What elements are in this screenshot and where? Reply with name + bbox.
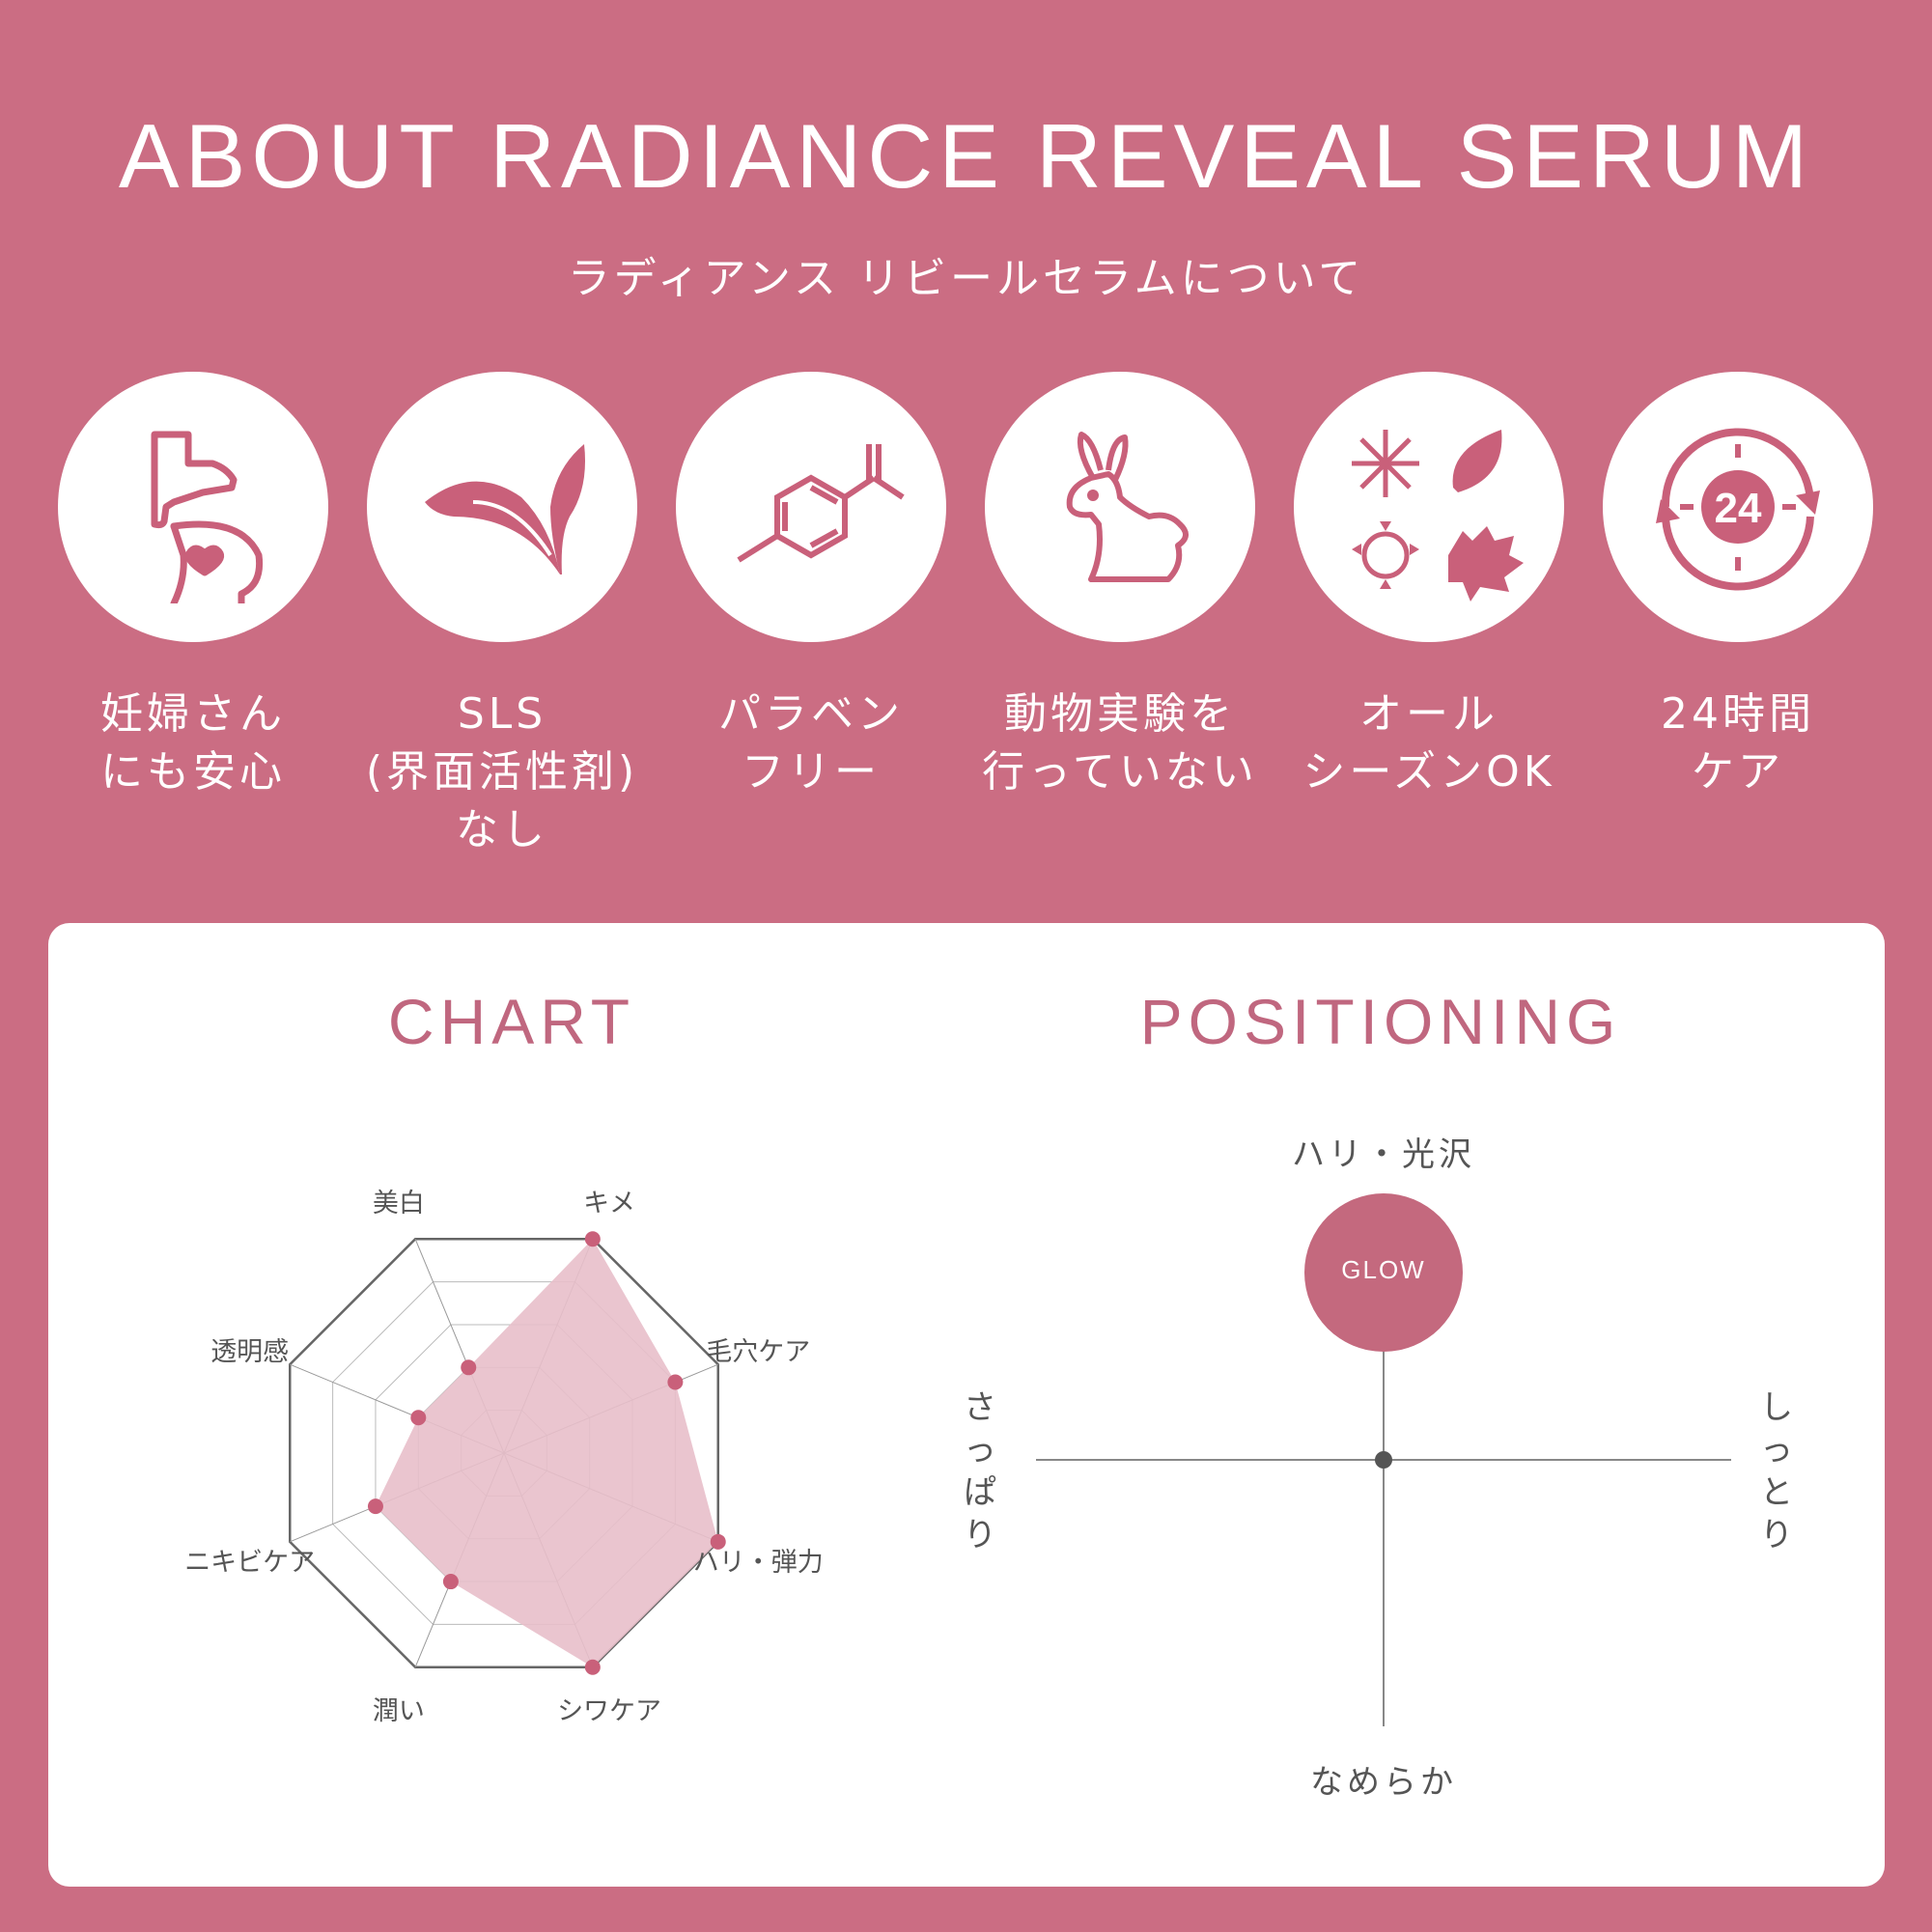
radar-point bbox=[710, 1533, 726, 1550]
positioning-left-label: さっぱり bbox=[964, 1388, 996, 1554]
feature-label-line: にも安心 bbox=[100, 747, 286, 797]
radar-point bbox=[667, 1374, 684, 1390]
feature-all-season: オール シーズンOK bbox=[1294, 372, 1564, 797]
radar-axis-label: 美白 bbox=[372, 1188, 425, 1218]
feature-label-line: オール bbox=[1359, 689, 1498, 739]
feature-label-line: 24時間 bbox=[1661, 689, 1815, 739]
feature-label-line: パラベン bbox=[718, 689, 904, 739]
feature-label-line: 行っていない bbox=[982, 747, 1258, 797]
radar-series-area bbox=[375, 1239, 718, 1667]
radar-point bbox=[410, 1410, 427, 1426]
feature-sls-free: SLS (界面活性剤) なし bbox=[366, 372, 637, 854]
positioning-title: POSITIONING bbox=[1139, 986, 1622, 1057]
feature-label-line: (界面活性剤) bbox=[365, 747, 639, 797]
info-panel bbox=[48, 923, 1885, 1887]
feature-circle bbox=[985, 372, 1255, 642]
feature-circle bbox=[367, 372, 637, 642]
positioning-bottom-label: なめらか bbox=[1310, 1763, 1457, 1802]
feature-circle: 24 bbox=[1603, 372, 1873, 642]
radar-point bbox=[461, 1359, 477, 1376]
radar-point bbox=[584, 1659, 601, 1675]
radar-axis-label: ハリ・弾力 bbox=[692, 1548, 824, 1579]
glow-label: GLOW bbox=[1341, 1255, 1426, 1284]
page-title: ABOUT RADIANCE REVEAL SERUM bbox=[118, 105, 1814, 207]
radar-point bbox=[367, 1498, 383, 1515]
feature-label: SLS (界面活性剤) なし bbox=[338, 686, 666, 859]
feature-label-line: 動物実験を bbox=[1004, 689, 1236, 739]
page-subtitle: ラディアンス リビールセラムについて bbox=[567, 254, 1365, 303]
chart-title: CHART bbox=[387, 986, 636, 1057]
feature-cruelty-free: 動物実験を 行っていない bbox=[982, 372, 1255, 797]
feature-circle bbox=[58, 372, 328, 642]
radar-axis-label: ニキビケア bbox=[184, 1548, 316, 1579]
positioning-top-label: ハリ・光沢 bbox=[1292, 1135, 1475, 1174]
clock-badge: 24 bbox=[1715, 485, 1762, 532]
seasons-icon bbox=[1352, 430, 1524, 602]
feature-label-line: ケア bbox=[1692, 747, 1784, 797]
feature-label-line: 妊婦さん bbox=[100, 689, 286, 739]
radar-axis-label: 毛穴ケア bbox=[706, 1336, 811, 1367]
leaf-icon bbox=[425, 444, 585, 574]
glow-bubble bbox=[1304, 1193, 1463, 1352]
feature-pregnant: 妊婦さん にも安心 bbox=[58, 372, 328, 797]
radar-axis-label: シワケア bbox=[557, 1696, 662, 1727]
feature-label-line: SLS bbox=[457, 689, 547, 739]
pregnant-icon bbox=[151, 431, 264, 603]
radar-axis-label: 透明感 bbox=[210, 1336, 290, 1367]
feature-24h-care: 24 24時間 ケア bbox=[1603, 372, 1873, 797]
feature-label: 動物実験を 行っていない bbox=[956, 686, 1284, 801]
radar-point bbox=[442, 1574, 459, 1590]
feature-label-line: シーズンOK bbox=[1302, 747, 1555, 797]
clock-24-icon: 24 bbox=[1656, 428, 1820, 591]
molecule-icon bbox=[737, 444, 905, 563]
feature-label-line: なし bbox=[456, 805, 548, 854]
feature-label: パラベン フリー bbox=[647, 686, 975, 801]
origin-dot bbox=[1375, 1451, 1392, 1469]
positioning-right-label: しっとり bbox=[1760, 1388, 1793, 1554]
feature-label: 妊婦さん にも安心 bbox=[29, 686, 357, 801]
feature-label: オール シーズンOK bbox=[1265, 686, 1593, 801]
radar-point bbox=[584, 1231, 601, 1247]
feature-label-line: フリー bbox=[742, 747, 881, 797]
radar-axis-label: キメ bbox=[583, 1188, 636, 1218]
feature-circle bbox=[1294, 372, 1564, 642]
feature-circle bbox=[676, 372, 946, 642]
feature-paraben-free: パラベン フリー bbox=[676, 372, 946, 797]
radar-axis-label: 潤い bbox=[372, 1696, 425, 1727]
rabbit-icon bbox=[1066, 432, 1189, 582]
feature-label: 24時間 ケア bbox=[1574, 686, 1902, 801]
